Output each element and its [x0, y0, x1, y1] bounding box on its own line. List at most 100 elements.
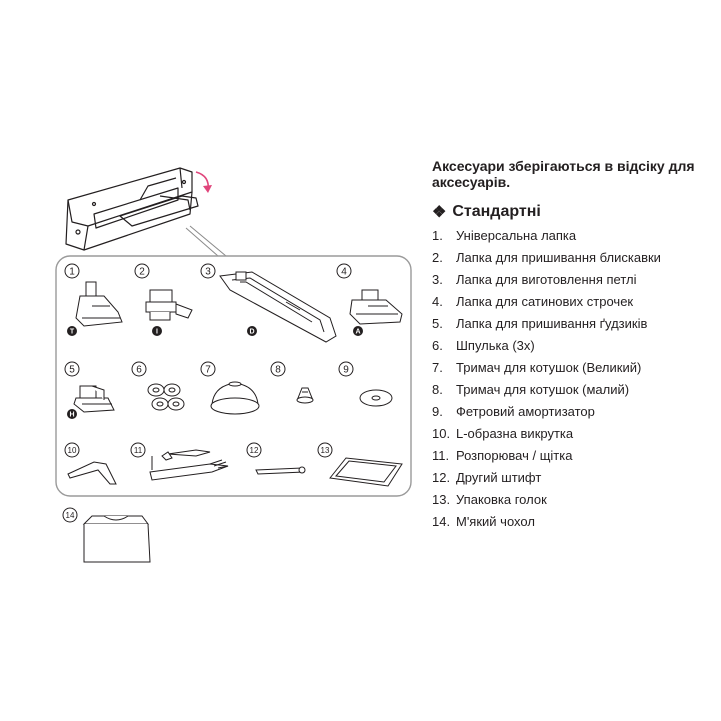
list-item: 3. Лапка для виготовлення петлі	[432, 272, 712, 287]
callout-10	[64, 442, 80, 458]
zipper-foot-drawing	[145, 289, 193, 321]
item-number: 4.	[432, 294, 443, 309]
callout-8-label: 8	[275, 365, 281, 376]
item-number: 8.	[432, 382, 443, 397]
callout-5	[64, 361, 80, 377]
list-item: 11. Розпорювач / щітка	[432, 448, 712, 463]
item-number: 2.	[432, 250, 443, 265]
list-item: 2. Лапка для пришивання блискавки	[432, 250, 712, 265]
callout-7-label: 7	[205, 365, 211, 376]
callout-12-label: 12	[250, 446, 259, 455]
callout-6-label: 6	[136, 365, 142, 376]
buttonhole-foot-drawing	[219, 271, 337, 343]
callout-11-label: 11	[134, 446, 143, 455]
item-label: Лапка для сатинових строчек	[456, 294, 634, 309]
callout-9	[338, 361, 354, 377]
callout-11	[130, 442, 146, 458]
item-label: Фетровий амортизатор	[456, 404, 595, 419]
list-item: 1. Універсальна лапка	[432, 228, 712, 243]
callout-numbers	[62, 263, 354, 523]
item-label: L-образна викрутка	[456, 426, 574, 441]
item-label: Лапка для виготовлення петлі	[456, 272, 637, 287]
subheading: ❖ Стандартні	[432, 202, 712, 222]
callout-connector-lines	[185, 225, 227, 257]
seam-ripper-brush-drawing	[149, 449, 229, 481]
accessory-compartment-drawing	[65, 167, 199, 251]
foot-letter-t: T	[70, 329, 75, 336]
item-number: 14.	[432, 514, 451, 529]
item-number: 5.	[432, 316, 443, 331]
list-item: 12. Другий штифт	[432, 470, 712, 485]
foot-letter-h: H	[69, 412, 74, 419]
item-label: Тримач для котушок (малий)	[456, 382, 630, 397]
callout-8	[270, 361, 286, 377]
item-label: Шпулька (3х)	[456, 338, 535, 353]
item-label: Тримач для котушок (Великий)	[456, 360, 642, 375]
item-label: Упаковка голок	[456, 492, 547, 507]
accessory-list: 1. Універсальна лапка 2. Лапка для пришива…	[432, 228, 712, 529]
callout-12	[246, 442, 262, 458]
callout-7	[200, 361, 216, 377]
item-number: 1.	[432, 228, 443, 243]
item-number: 9.	[432, 404, 443, 419]
callout-4	[336, 263, 352, 279]
large-spool-holder-drawing	[210, 381, 260, 415]
callout-6	[131, 361, 147, 377]
callout-2	[134, 263, 150, 279]
list-item: 14.М'який чохол	[432, 514, 712, 529]
felt-washer-drawing	[359, 389, 393, 407]
satin-stitch-foot-drawing	[349, 289, 403, 325]
callout-13	[317, 442, 333, 458]
list-item: 5. Лапка для пришивання ґудзиків	[432, 316, 712, 331]
item-number: 7.	[432, 360, 443, 375]
list-item: 6. Шпулька (3х)	[432, 338, 712, 353]
universal-foot-drawing	[75, 281, 123, 327]
opening-arrowhead-icon	[203, 185, 212, 193]
small-spool-holder-drawing	[296, 387, 314, 404]
callout-5-label: 5	[69, 365, 75, 376]
callout-14-label: 14	[66, 511, 75, 520]
item-label: Другий штифт	[456, 470, 542, 485]
item-number: 6.	[432, 338, 443, 353]
bobbins-drawing	[147, 383, 185, 411]
callout-13-label: 13	[321, 446, 330, 455]
item-label: Розпорювач / щітка	[456, 448, 573, 463]
item-label: Лапка для пришивання блискавки	[456, 250, 661, 265]
list-item: 9. Фетровий амортизатор	[432, 404, 712, 419]
callout-3	[200, 263, 216, 279]
list-item: 10. L-образна викрутка	[432, 426, 712, 441]
item-number: 11.	[432, 448, 450, 463]
callout-9-label: 9	[343, 365, 349, 376]
foot-letter-a: A	[355, 329, 360, 336]
foot-letter-i: I	[156, 329, 158, 336]
callout-1-label: 1	[69, 267, 75, 278]
accessories-text-block: Аксесуари зберігаються в відсіку для акс…	[432, 158, 712, 536]
list-item: 7. Тримач для котушок (Великий)	[432, 360, 712, 375]
item-label: Лапка для пришивання ґудзиків	[456, 316, 648, 331]
item-label: Універсальна лапка	[456, 228, 577, 243]
foot-letter-d: D	[249, 329, 254, 336]
callout-10-label: 10	[68, 446, 77, 455]
callout-4-label: 4	[341, 267, 347, 278]
soft-cover-drawing	[82, 515, 151, 563]
needle-pack-drawing	[329, 457, 403, 487]
item-number: 3.	[432, 272, 443, 287]
second-spool-pin-drawing	[255, 466, 306, 475]
callout-2-label: 2	[139, 267, 145, 278]
item-number: 12.	[432, 470, 451, 485]
item-number: 13.	[432, 492, 451, 507]
list-item: 13. Упаковка голок	[432, 492, 712, 507]
callout-1	[64, 263, 80, 279]
button-sewing-foot-drawing	[73, 385, 115, 413]
section-heading: Аксесуари зберігаються в відсіку для акс…	[432, 158, 695, 190]
list-item: 4. Лапка для сатинових строчек	[432, 294, 712, 309]
callout-3-label: 3	[205, 267, 211, 278]
item-number: 10.	[432, 426, 451, 441]
list-item: 8. Тримач для котушок (малий)	[432, 382, 712, 397]
subheading-label: Стандартні	[452, 203, 541, 220]
callout-14	[62, 507, 78, 523]
four-diamond-bullet-icon: ❖	[432, 204, 447, 221]
accessories-panel	[55, 255, 412, 497]
l-screwdriver-drawing	[67, 461, 117, 485]
